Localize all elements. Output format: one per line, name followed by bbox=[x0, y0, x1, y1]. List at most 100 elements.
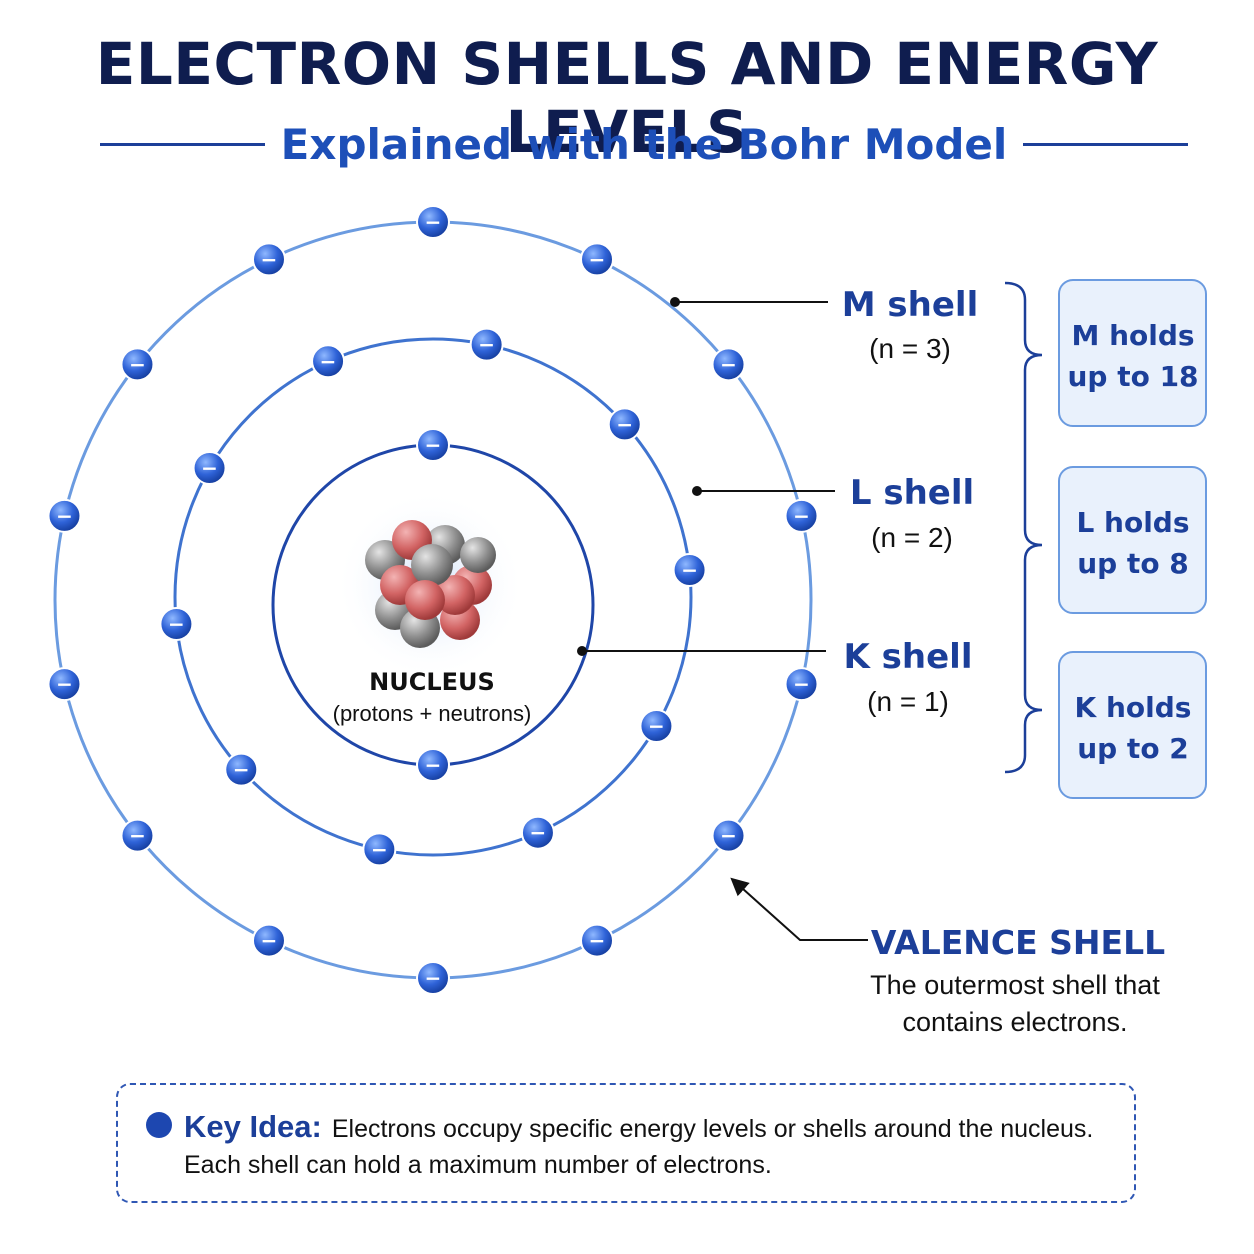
capacity-box-k: K holds up to 2 bbox=[1058, 651, 1207, 799]
electron-minus-sign: − bbox=[478, 333, 495, 357]
electron-sphere bbox=[251, 923, 286, 958]
electron-minus-sign: − bbox=[648, 714, 665, 738]
neutron bbox=[460, 537, 496, 573]
key-idea-label: Key Idea: bbox=[184, 1109, 322, 1144]
electron-minus-sign: − bbox=[681, 558, 698, 582]
electron-minus-sign: − bbox=[56, 504, 73, 528]
capacity-m-line1: M holds bbox=[1071, 319, 1194, 352]
electron: − bbox=[416, 205, 450, 239]
electron-minus-sign: − bbox=[616, 412, 633, 436]
electron-sphere bbox=[711, 347, 746, 382]
leader-dot-k bbox=[577, 646, 587, 656]
electron-minus-sign: − bbox=[530, 821, 547, 845]
electron-minus-sign: − bbox=[168, 612, 185, 636]
shell-leader-lines bbox=[577, 297, 835, 656]
capacity-k-line1: K holds bbox=[1075, 691, 1192, 724]
electron-sphere bbox=[469, 327, 504, 362]
leader-dot-m bbox=[670, 297, 680, 307]
electron: − bbox=[47, 498, 82, 533]
nucleus-label: NUCLEUS bbox=[369, 668, 495, 696]
capacity-k-line2: up to 2 bbox=[1077, 732, 1189, 765]
electron: − bbox=[639, 709, 674, 743]
electron-sphere bbox=[784, 667, 819, 702]
key-idea-box: Key Idea: Electrons occupy specific energ… bbox=[116, 1083, 1136, 1203]
shell-k-label: K shell bbox=[844, 637, 973, 677]
shell-l-n: (n = 2) bbox=[871, 522, 953, 553]
shell-k-n: (n = 1) bbox=[867, 686, 949, 717]
nucleus bbox=[335, 490, 525, 680]
capacity-l-line2: up to 8 bbox=[1077, 547, 1189, 580]
electron-minus-sign: − bbox=[425, 433, 442, 457]
capacity-brace bbox=[1004, 281, 1043, 774]
valence-arrow bbox=[730, 877, 868, 941]
electron-sphere bbox=[416, 748, 450, 782]
electron-sphere bbox=[159, 606, 194, 641]
electron: − bbox=[580, 242, 615, 277]
electron: − bbox=[120, 347, 155, 382]
nucleus-sublabel: (protons + neutrons) bbox=[333, 701, 532, 726]
electron-sphere bbox=[416, 428, 450, 462]
electron-minus-sign: − bbox=[793, 504, 810, 528]
electron: − bbox=[580, 923, 615, 958]
electron-sphere bbox=[580, 923, 615, 958]
subtitle-rule-right bbox=[1022, 142, 1188, 146]
valence-title: VALENCE SHELL bbox=[871, 923, 1165, 962]
electron-minus-sign: − bbox=[201, 456, 218, 480]
electron: − bbox=[416, 428, 450, 462]
electron-sphere bbox=[711, 818, 746, 853]
shell-m-label: M shell bbox=[842, 285, 978, 325]
page-title: ELECTRON SHELLS AND ENERGY LEVELS bbox=[95, 30, 1159, 166]
capacity-box-l: L holds up to 8 bbox=[1058, 466, 1207, 614]
shell-m-n: (n = 3) bbox=[869, 333, 951, 364]
key-idea-line1-row: Key Idea: Electrons occupy specific energ… bbox=[184, 1109, 1093, 1145]
electron: − bbox=[311, 344, 346, 379]
electron-minus-sign: − bbox=[320, 349, 337, 373]
proton bbox=[435, 575, 475, 615]
electron-minus-sign: − bbox=[129, 352, 146, 376]
capacity-box-k-bg bbox=[1058, 651, 1207, 799]
capacity-box-l-bg bbox=[1058, 466, 1207, 614]
electron-sphere bbox=[784, 498, 819, 533]
valence-desc-line2: contains electrons. bbox=[902, 1007, 1127, 1037]
electron-sphere bbox=[120, 818, 155, 853]
electron: − bbox=[607, 407, 642, 442]
electron-minus-sign: − bbox=[261, 929, 278, 953]
electron-sphere bbox=[224, 752, 259, 787]
electron: − bbox=[159, 606, 194, 641]
electron-sphere bbox=[672, 553, 707, 588]
capacity-box-m: M holds up to 18 bbox=[1058, 279, 1207, 427]
electron-sphere bbox=[311, 344, 346, 379]
neutron bbox=[411, 544, 453, 586]
electron: − bbox=[784, 667, 819, 702]
electron-sphere bbox=[47, 498, 82, 533]
key-idea-line1: Electrons occupy specific energy levels … bbox=[331, 1115, 1094, 1143]
electron-minus-sign: − bbox=[56, 672, 73, 696]
electron: − bbox=[224, 752, 259, 787]
electron: − bbox=[251, 923, 286, 958]
electron: − bbox=[120, 818, 155, 853]
electron-minus-sign: − bbox=[720, 352, 737, 376]
proton bbox=[405, 580, 445, 620]
electron-minus-sign: − bbox=[261, 247, 278, 271]
electron-sphere bbox=[192, 451, 227, 485]
electron: − bbox=[416, 748, 450, 782]
electron-minus-sign: − bbox=[371, 837, 388, 861]
valence-desc-line1: The outermost shell that bbox=[870, 970, 1160, 1000]
electron: − bbox=[251, 242, 286, 277]
electron-sphere bbox=[251, 242, 286, 277]
electron-sphere bbox=[639, 709, 674, 743]
electron-sphere bbox=[47, 667, 82, 702]
electron-minus-sign: − bbox=[425, 753, 442, 777]
electron-sphere bbox=[607, 407, 642, 442]
page-subtitle: Explained with the Bohr Model bbox=[280, 119, 1008, 169]
electron-sphere bbox=[120, 347, 155, 382]
leader-dot-l bbox=[692, 486, 702, 496]
electrons: −−−−−−−−−−−−−−−−−−−−−−−−−− bbox=[47, 205, 819, 995]
key-idea-bullet-icon bbox=[146, 1112, 172, 1138]
electron-sphere bbox=[416, 205, 450, 239]
electron-minus-sign: − bbox=[589, 929, 606, 953]
shell-l-ring bbox=[173, 337, 693, 857]
electron: − bbox=[416, 961, 450, 995]
capacity-l-line1: L holds bbox=[1076, 506, 1189, 539]
